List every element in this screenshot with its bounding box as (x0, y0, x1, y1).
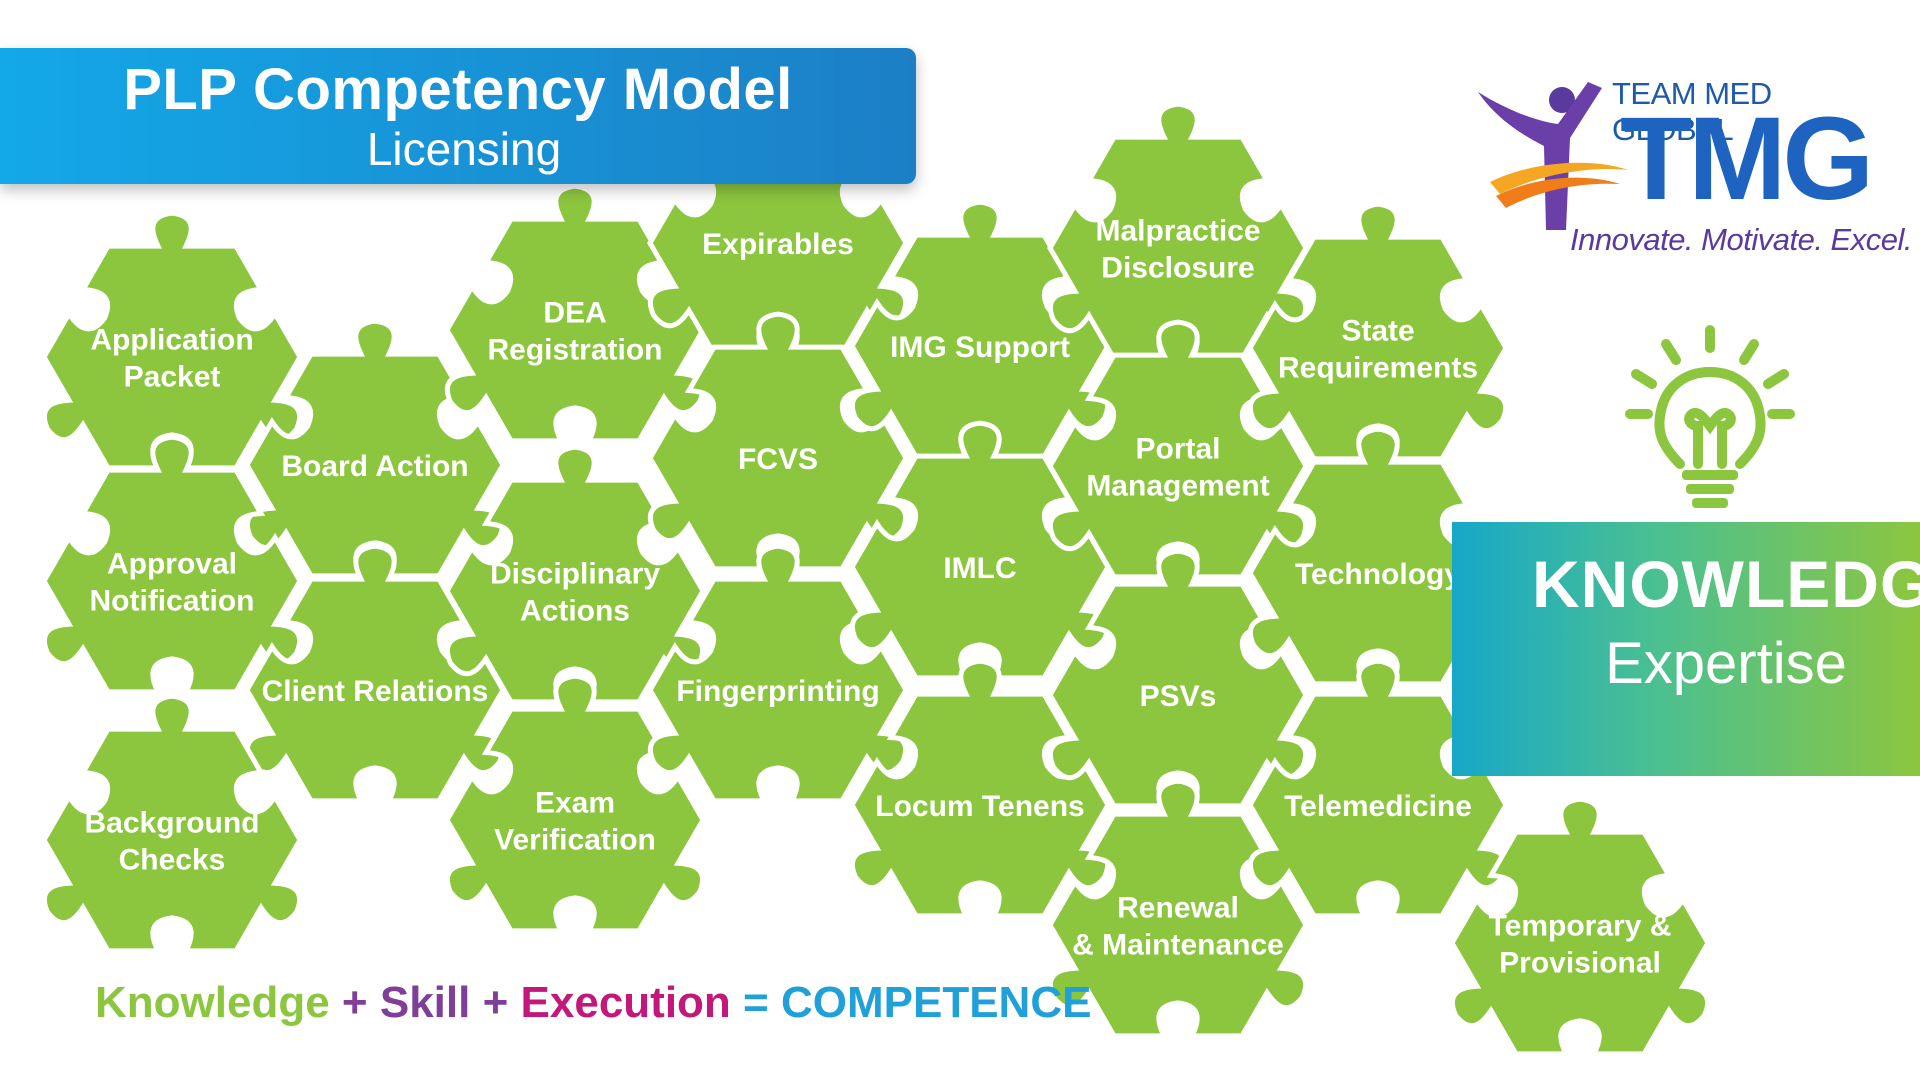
puzzle-piece-label: Malpractice (1095, 215, 1260, 248)
logo-mark: TMG (1620, 93, 1874, 225)
puzzle-piece-label: Registration (487, 334, 662, 367)
equation-plus: + (482, 978, 509, 1027)
puzzle-piece-label: Fingerprinting (676, 675, 879, 708)
equation-competence: COMPETENCE (780, 978, 1092, 1027)
puzzle-piece-label: IMLC (943, 552, 1016, 585)
equation-equals: = (743, 978, 769, 1027)
puzzle-piece-label: Client Relations (262, 675, 489, 708)
puzzle-piece-label: Checks (119, 844, 226, 877)
puzzle-piece-technology: Technology (1247, 426, 1509, 687)
puzzle-piece-shape (244, 543, 506, 804)
puzzle-piece-shape (647, 311, 909, 572)
puzzle-piece-telemedicine: Telemedicine (1247, 658, 1509, 919)
puzzle-piece-label: Verification (494, 824, 656, 857)
puzzle-piece-fcvs: FCVS (647, 311, 909, 572)
puzzle-piece-label: Telemedicine (1284, 790, 1472, 823)
puzzle-piece-client-relations: Client Relations (244, 543, 506, 804)
puzzle-piece-label: Background (84, 807, 259, 840)
puzzle-piece-label: Notification (90, 585, 255, 618)
puzzle-piece-label: Approval (107, 548, 237, 581)
lightbulb-icon (1625, 325, 1795, 508)
puzzle-piece-temporary-provisional: Temporary & Provisional (1449, 796, 1711, 1057)
puzzle-piece-shape (849, 420, 1111, 681)
equation-skill: Skill (379, 978, 471, 1027)
puzzle-piece-label: State (1341, 315, 1414, 348)
puzzle-piece-dea-registration: DEA Registration (444, 183, 706, 444)
puzzle-piece-label: Disclosure (1101, 252, 1254, 285)
puzzle-piece-label: PSVs (1140, 680, 1217, 713)
puzzle-piece-shape (1047, 319, 1309, 580)
puzzle-piece-label: Portal (1135, 433, 1220, 466)
puzzle-piece-shape (41, 693, 303, 954)
puzzle-piece-label: Temporary & (1489, 910, 1672, 943)
puzzle-piece-label: Requirements (1278, 352, 1478, 385)
puzzle-piece-shape (1247, 201, 1509, 462)
puzzle-piece-label: Locum Tenens (875, 790, 1084, 823)
title-banner: PLP Competency Model Licensing (0, 48, 916, 184)
puzzle-piece-label: & Maintenance (1072, 929, 1284, 962)
puzzle-piece-shape (1247, 426, 1509, 687)
competence-equation: Knowledge + Skill + Execution = COMPETEN… (95, 978, 1091, 1028)
puzzle-piece-label: Board Action (281, 450, 468, 483)
logo-company-name: TEAM MED GLOBAL (1612, 76, 1772, 147)
puzzle-piece-shape (1047, 548, 1309, 809)
puzzle-piece-renewal-maintenance: Renewal & Maintenance (1047, 778, 1309, 1039)
page-subtitle: Licensing (366, 123, 562, 175)
puzzle-piece-label: Renewal (1117, 892, 1239, 925)
puzzle-piece-label: DEA (543, 297, 606, 330)
puzzle-piece-label: IMG Support (890, 331, 1070, 364)
puzzle-piece-psvs: PSVs (1047, 548, 1309, 809)
tmg-logo: TEAM MED GLOBAL TMG Innovate. Motivate. … (1470, 62, 1912, 262)
puzzle-piece-label: Disciplinary (490, 558, 660, 591)
equation-knowledge: Knowledge (95, 978, 330, 1027)
puzzle-piece-label: Actions (520, 595, 630, 628)
equation-plus: + (341, 978, 368, 1027)
puzzle-piece-shape (444, 673, 706, 934)
puzzle-piece-shape (849, 658, 1111, 919)
puzzle-piece-label: Exam (535, 787, 615, 820)
puzzle-piece-label: FCVS (738, 443, 818, 476)
puzzle-piece-label: Packet (124, 361, 221, 394)
puzzle-piece-label: Application (90, 324, 253, 357)
puzzle-piece-locum-tenens: Locum Tenens (849, 658, 1111, 919)
puzzle-piece-imlc: IMLC (849, 420, 1111, 681)
person-swoosh-icon (1478, 82, 1628, 230)
puzzle-piece-shape (41, 434, 303, 695)
puzzle-piece-board-action: Board Action (244, 318, 506, 579)
puzzle-piece-shape (647, 543, 909, 804)
equation-execution: Execution (520, 978, 731, 1027)
knowledge-subtitle: Expertise (1605, 631, 1847, 696)
puzzle-piece-label: Provisional (1499, 947, 1661, 980)
logo-tagline: Innovate. Motivate. Excel. (1570, 222, 1912, 257)
puzzle-piece-shape (244, 318, 506, 579)
page-title: PLP Competency Model (123, 57, 793, 122)
puzzle-piece-shape (1247, 658, 1509, 919)
puzzle-piece-img-support: IMG Support (849, 199, 1111, 460)
puzzle-piece-label: Management (1086, 470, 1269, 503)
puzzle-piece-shape (1047, 778, 1309, 1039)
puzzle-piece-shape (444, 183, 706, 444)
puzzle-piece-label: Technology (1295, 558, 1461, 591)
puzzle-piece-shape (444, 444, 706, 705)
puzzle-piece-fingerprinting: Fingerprinting (647, 543, 909, 804)
puzzle-piece-label: Expirables (702, 228, 854, 261)
puzzle-piece-shape (1449, 796, 1711, 1057)
